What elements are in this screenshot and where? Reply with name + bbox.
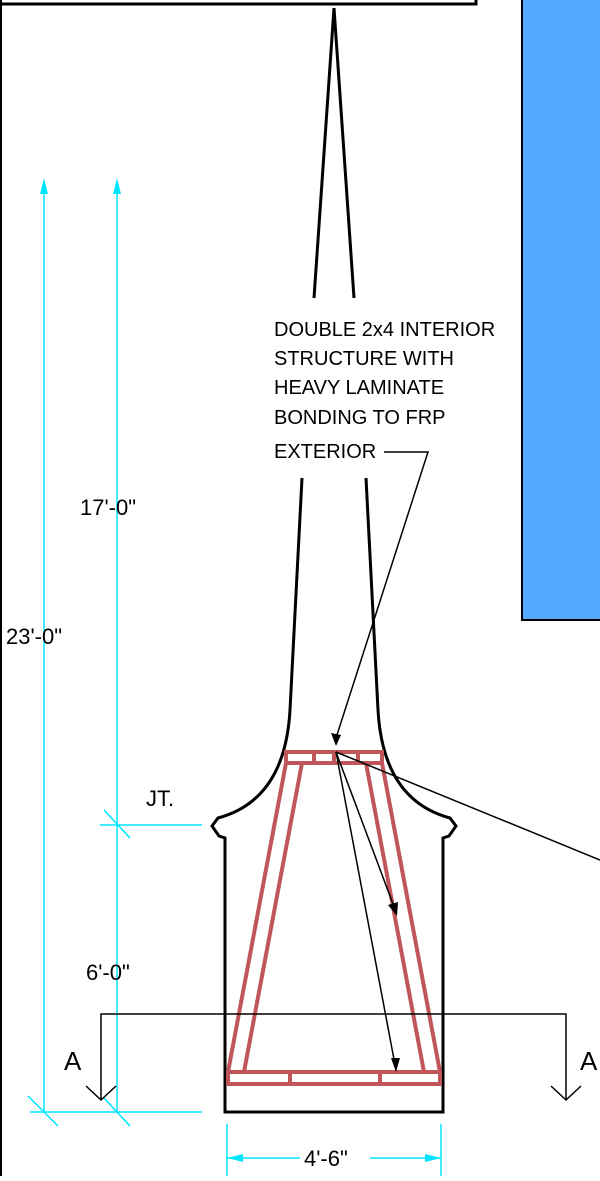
steeple-base-outline	[210, 709, 458, 1114]
title-box-bottom	[1, 0, 478, 6]
section-label-right: A	[580, 1046, 598, 1076]
note-line-3: HEAVY LAMINATE	[274, 377, 444, 399]
note-line-4: BONDING TO FRP	[274, 407, 446, 429]
note-line-5: EXTERIOR	[274, 441, 376, 463]
interior-structure-note: DOUBLE 2x4 INTERIOR STRUCTURE WITH HEAVY…	[274, 319, 495, 463]
note-line-1: DOUBLE 2x4 INTERIOR	[274, 319, 495, 341]
dimension-upper: 17'-0"	[80, 495, 136, 520]
joint-label: JT.	[146, 786, 174, 811]
spire-tip	[312, 7, 356, 299]
section-label-left: A	[64, 1046, 82, 1076]
note-leader	[335, 451, 600, 1071]
spire-shaft	[288, 477, 380, 711]
dimension-arrowheads	[40, 178, 441, 1162]
dimension-overall: 23'-0"	[6, 624, 62, 649]
dimension-base-width: 4'-6"	[304, 1146, 348, 1171]
section-cut-line	[85, 1013, 582, 1102]
blue-panel	[521, 0, 600, 621]
interior-framing	[226, 750, 442, 1086]
dimension-lower: 6'-0"	[86, 960, 130, 985]
leader-arrowheads	[331, 733, 400, 1072]
note-line-2: STRUCTURE WITH	[274, 348, 454, 370]
